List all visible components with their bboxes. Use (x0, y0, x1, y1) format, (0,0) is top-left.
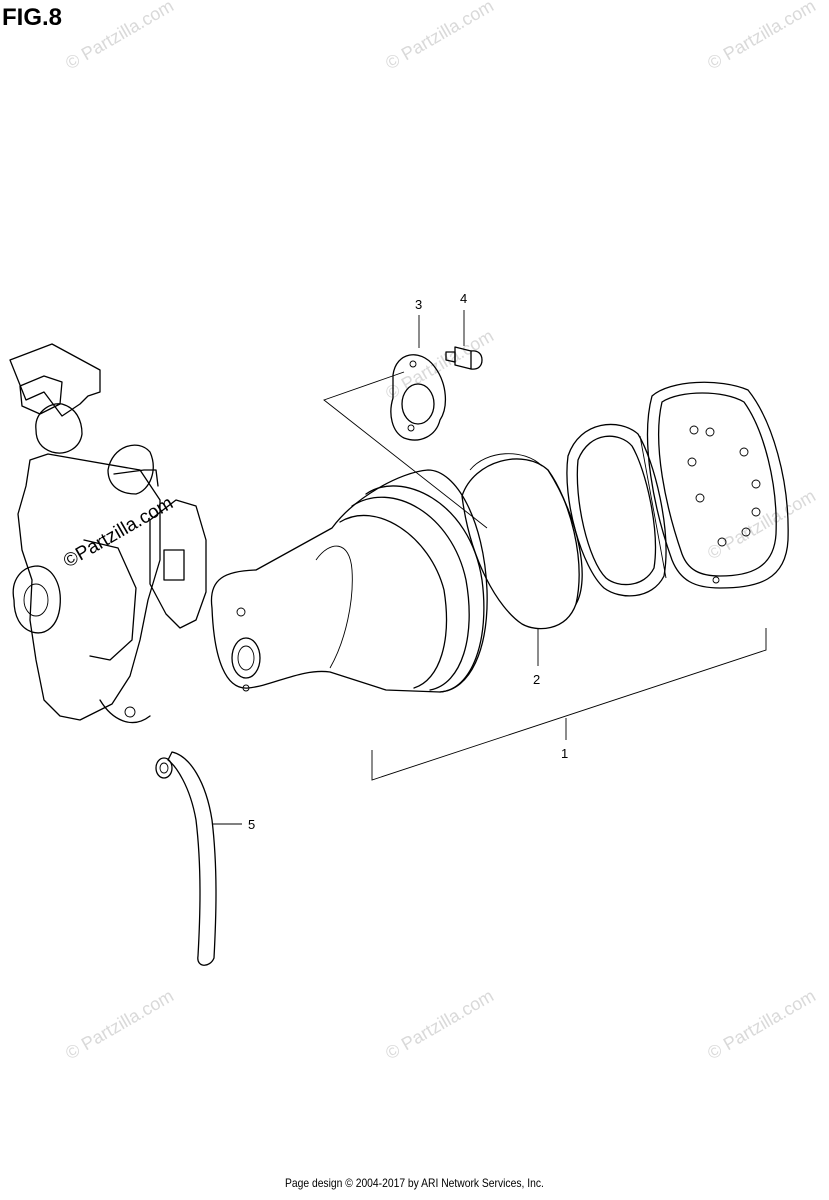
watermark-layer: © Partzilla.com © Partzilla.com © Partzi… (62, 0, 819, 1063)
watermark-text: © Partzilla.com (382, 985, 497, 1063)
watermark-text: © Partzilla.com (62, 0, 177, 73)
callout-5: 5 (248, 817, 255, 832)
callout-2: 2 (533, 672, 540, 687)
watermark-text: © Partzilla.com (62, 985, 177, 1063)
callout-1: 1 (561, 746, 568, 761)
watermark-text: © Partzilla.com (382, 0, 497, 73)
callout-3: 3 (415, 297, 422, 312)
figure-title: FIG.8 (2, 4, 63, 31)
filter-ring (566, 423, 667, 597)
watermark-text: © Partzilla.com (704, 0, 819, 73)
carburetor (9, 343, 207, 724)
footer-copyright: Page design © 2004-2017 by ARI Network S… (284, 1176, 544, 1190)
part-3-gasket (323, 354, 488, 529)
assembly-bracket-1 (371, 628, 767, 781)
callout-4: 4 (460, 291, 467, 306)
part-2-element (461, 453, 583, 666)
watermark-text: © Partzilla.com (704, 485, 819, 563)
air-cleaner-body (210, 469, 488, 693)
part-4-bolt (445, 310, 483, 370)
watermark-text: © Partzilla.com (704, 985, 819, 1063)
part-5-hose (155, 751, 242, 966)
watermark-text: © Partzilla.com (382, 325, 497, 403)
outer-cover (646, 381, 789, 589)
